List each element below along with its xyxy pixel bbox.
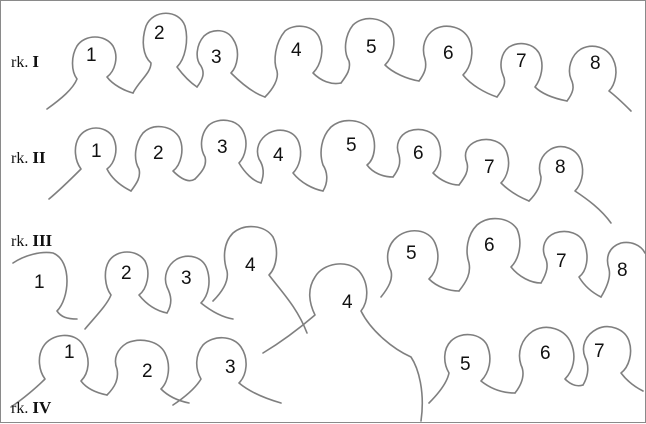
row3-number-2: 2 [121,263,132,284]
row2-number-4: 4 [273,145,284,166]
row4-person-5-outline [429,335,515,403]
row4-number-1: 1 [64,342,75,363]
row3-number-1: 1 [34,272,45,293]
row2-person-4-outline [257,130,323,191]
row1-number-1: 1 [86,45,97,66]
row3-number-8: 8 [617,260,628,281]
row2-number-6: 6 [413,143,424,164]
row-labels: rk.I rk.II rk.III rk.IV [11,52,53,417]
row3-number-5: 5 [406,243,417,264]
row2-number-1: 1 [91,141,102,162]
row1-person-5-outline [341,19,419,83]
row3-person-6-outline [459,219,541,291]
row2-number-8: 8 [555,157,566,178]
row1-number-4: 4 [291,40,302,61]
row4-number-7: 7 [594,341,605,362]
row3-number-3: 3 [181,268,192,289]
row1-person-3-outline [197,31,265,97]
row-3-numbers: 1 2 3 4 4 5 6 7 8 [34,235,628,313]
row3-number-4: 4 [245,255,256,276]
row-label-2: rk.II [11,148,46,167]
row-2-silhouettes [49,120,611,223]
row3-person-4-front-outline [263,264,422,421]
row3-number-7: 7 [556,251,567,272]
row2-number-2: 2 [153,143,164,164]
row-3-silhouettes [13,219,645,333]
row1-person-7-outline [497,44,567,101]
row-label-1: rk.I [11,52,39,71]
row2-number-7: 7 [484,157,495,178]
row2-number-5: 5 [346,135,357,156]
row-1-numbers: 1 2 3 4 5 6 7 8 [86,23,601,74]
row3-number-6: 6 [484,235,495,256]
row2-person-5-outline [321,121,393,191]
row2-person-1-outline [49,128,131,199]
row4-person-7-outline [583,327,643,391]
row-label-4: rk.IV [11,398,52,417]
row1-number-7: 7 [516,51,527,72]
row1-person-6-outline [419,26,497,97]
row3-number-4-front: 4 [342,292,353,313]
row3-person-1-outline [13,252,77,319]
row2-person-8-outline [529,147,611,223]
row4-number-3: 3 [225,357,236,378]
row-1-silhouettes [47,13,631,111]
row3-person-5-outline [381,231,459,297]
row3-person-7-outline [541,232,601,298]
row1-number-3: 3 [211,47,222,68]
row1-person-4-outline [265,26,341,97]
row2-number-3: 3 [217,137,228,158]
row4-number-6: 6 [540,343,551,364]
row4-number-5: 5 [460,354,471,375]
row4-person-1-outline [11,335,107,407]
row1-number-8: 8 [590,53,601,74]
row-label-3: rk.III [11,231,53,250]
row4-number-2: 2 [142,361,153,382]
row1-number-2: 2 [154,23,165,44]
row1-person-2-outline [133,13,197,93]
row1-number-6: 6 [443,43,454,64]
row1-number-5: 5 [366,37,377,58]
row2-person-3-outline [195,120,261,183]
row2-person-6-outline [393,130,459,186]
